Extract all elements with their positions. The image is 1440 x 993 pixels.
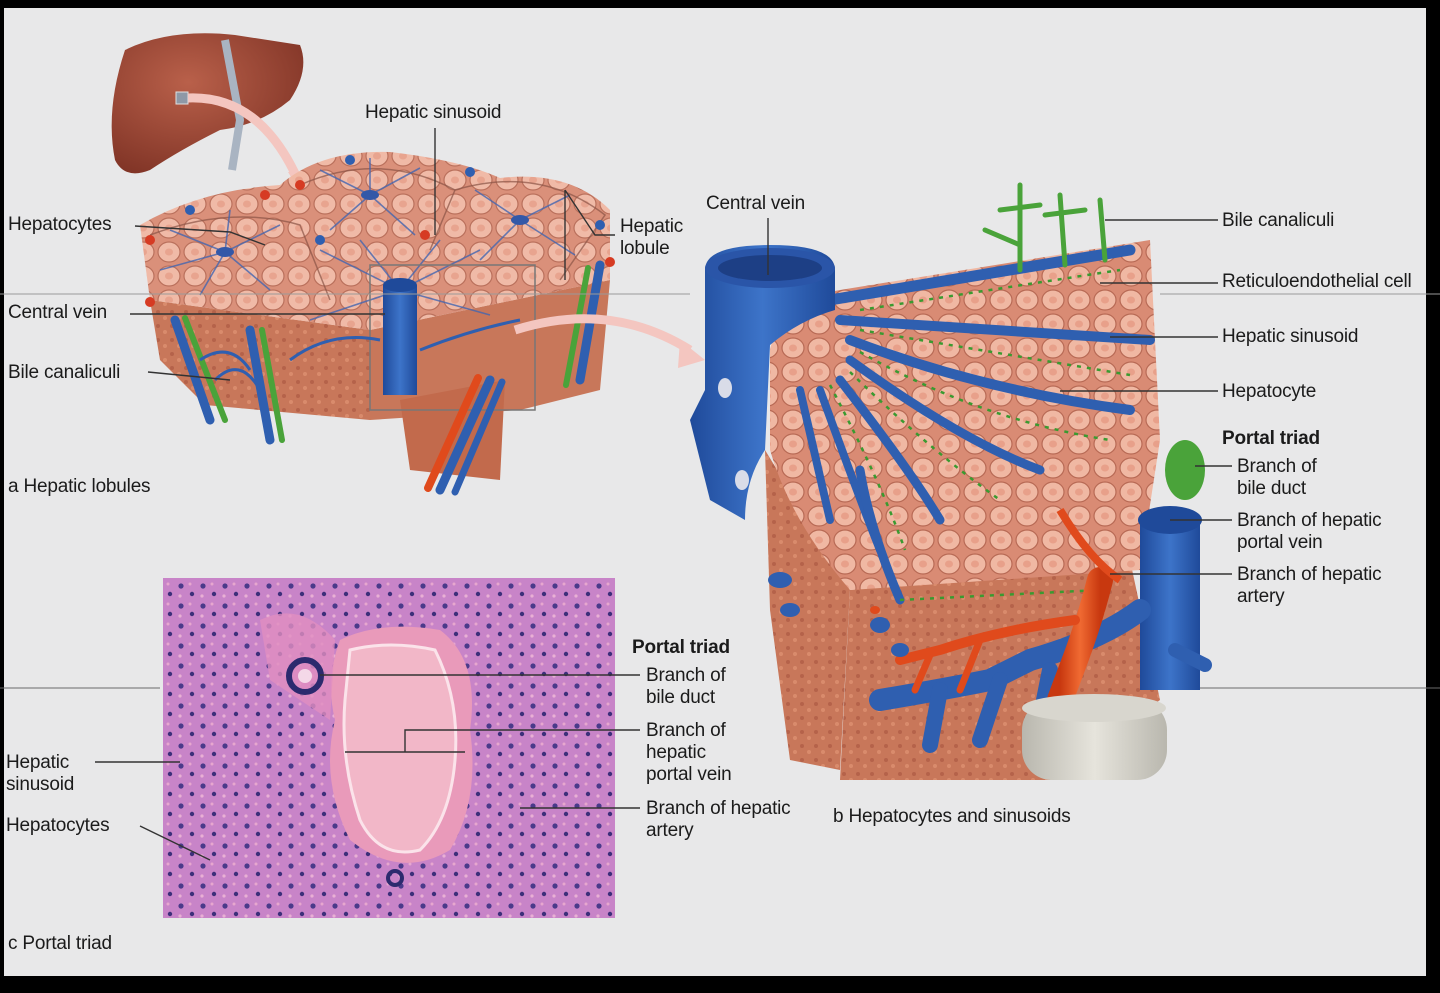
label-branch-hepatic-artery-c: Branch of hepatic artery [646, 798, 791, 841]
label-hepatic-lobule-a: Hepatic lobule [620, 216, 684, 259]
label-central-vein-b: Central vein [706, 193, 805, 214]
zoom-arrow-a [187, 93, 303, 182]
label-reticuloendothelial-cell: Reticuloendothelial cell [1222, 271, 1412, 292]
label-branch-portal-vein-b: Branch of hepatic portal vein [1237, 510, 1382, 553]
label-hepatocytes-c: Hepatocytes [6, 815, 110, 836]
caption-panel-a: a Hepatic lobules [8, 476, 151, 497]
label-bile-canaliculi-a: Bile canaliculi [8, 362, 121, 383]
central-vein-b [690, 245, 835, 520]
label-branch-bile-duct-c: Branch of bile duct [646, 665, 726, 708]
label-portal-triad-b: Portal triad [1222, 428, 1320, 449]
label-hepatic-sinusoid-c: Hepatic sinusoid [6, 752, 75, 795]
panel-a-artwork [111, 33, 705, 496]
label-branch-bile-duct-b: Branch of bile duct [1237, 456, 1317, 499]
label-bile-canaliculi-b: Bile canaliculi [1222, 210, 1335, 231]
label-branch-portal-vein-c: Branch of hepatic portal vein [646, 720, 732, 785]
bile-canaliculi-tree [982, 182, 1108, 273]
label-hepatic-sinusoid-a: Hepatic sinusoid [365, 102, 502, 123]
central-vein-column [383, 285, 417, 395]
bile-duct-micro [286, 657, 324, 695]
label-portal-triad-c: Portal triad [632, 637, 730, 658]
panel-b-artwork [690, 182, 1212, 780]
zoom-arrow-b [513, 314, 693, 354]
label-central-vein-a: Central vein [8, 302, 107, 323]
label-hepatocyte-b: Hepatocyte [1222, 381, 1317, 402]
caption-panel-b: b Hepatocytes and sinusoids [833, 806, 1071, 827]
label-hepatic-sinusoid-b: Hepatic sinusoid [1222, 326, 1359, 347]
panel-c-micrograph [163, 578, 615, 918]
leader-lines [0, 128, 1440, 861]
caption-panel-c: c Portal triad [8, 933, 112, 954]
label-hepatocytes-a: Hepatocytes [8, 214, 112, 235]
label-branch-hepatic-artery-b: Branch of hepatic artery [1237, 564, 1382, 607]
